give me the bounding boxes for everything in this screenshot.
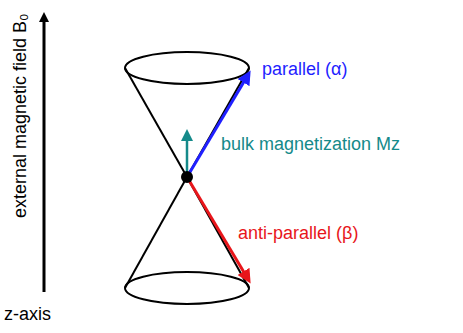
state-label: anti-parallel (β) [238, 222, 358, 244]
cone-side [125, 177, 187, 288]
magnetization-label: bulk magnetization Mz [221, 133, 400, 155]
cone-rim [125, 272, 249, 304]
state-label: parallel (α) [262, 58, 347, 80]
cone-side [187, 68, 249, 177]
cone-side [125, 68, 187, 177]
nucleus-dot [181, 171, 193, 183]
cone-rim [125, 52, 249, 84]
z-axis-arrow [43, 20, 46, 292]
spin-vector [187, 177, 245, 274]
axis-label: z-axis [4, 303, 51, 325]
axis-label: external magnetic field B₀ [9, 13, 31, 218]
spin-vector [187, 80, 245, 177]
